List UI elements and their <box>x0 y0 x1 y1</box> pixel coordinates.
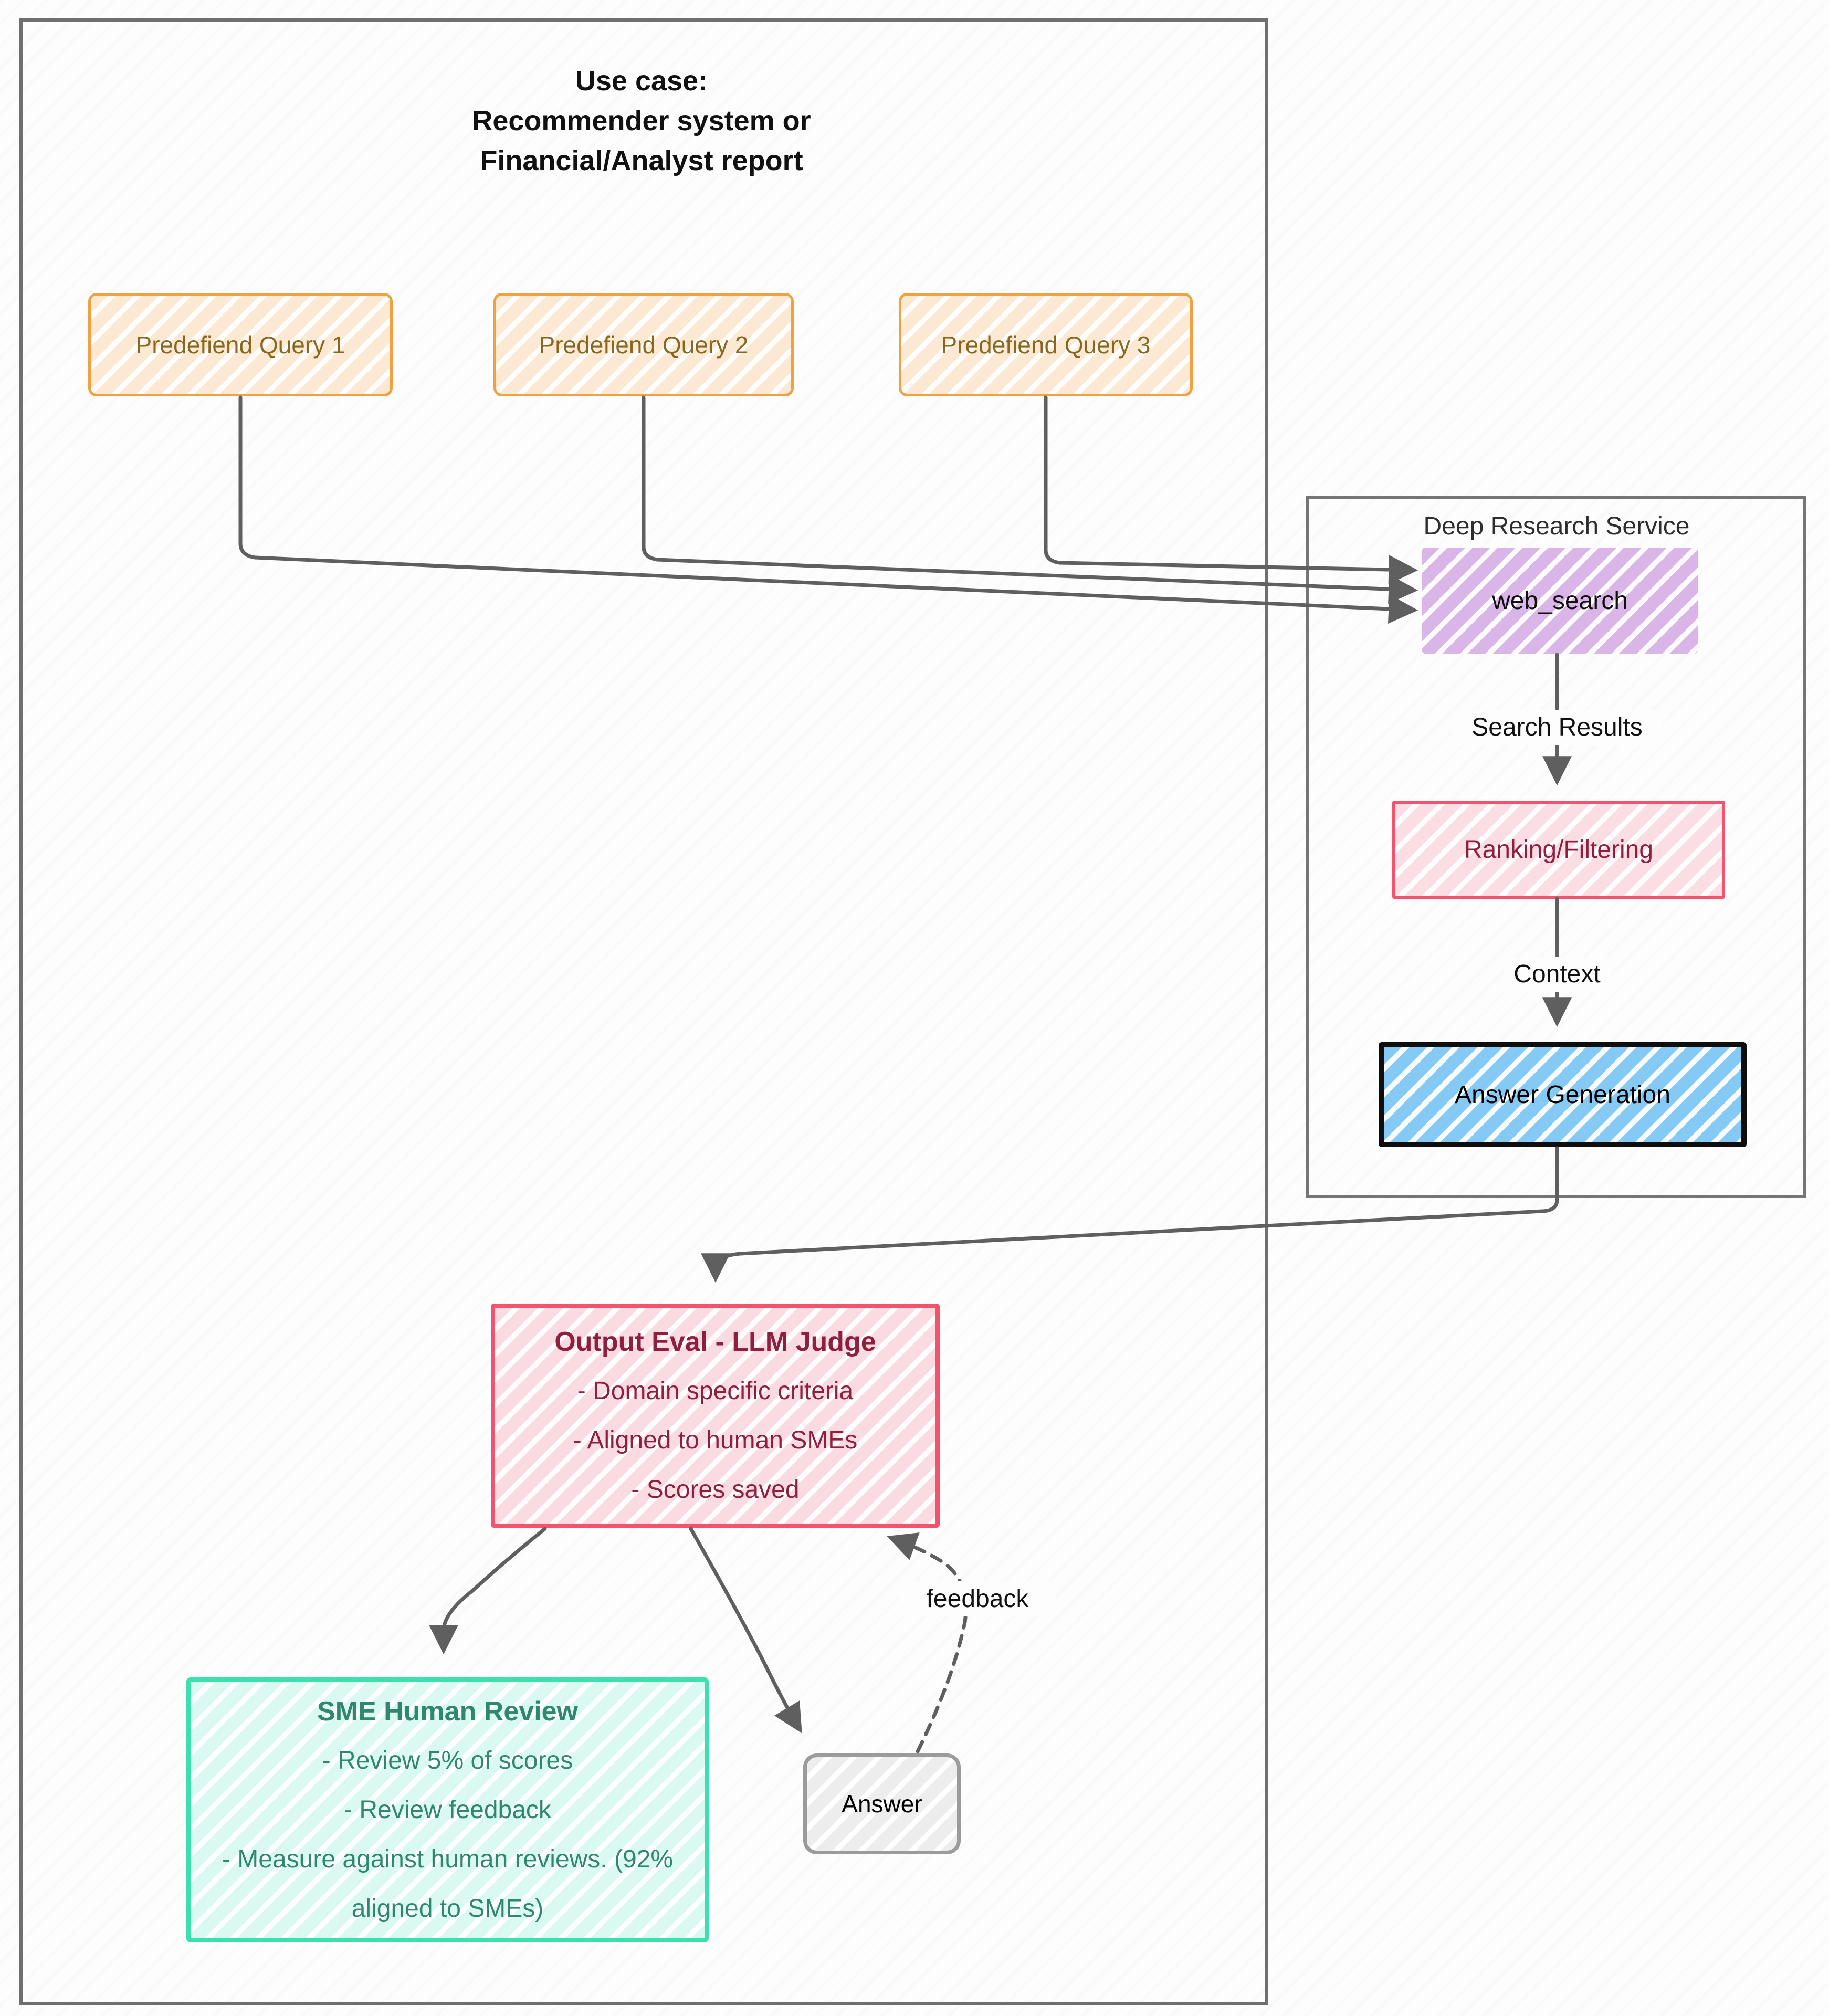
node-answer[interactable]: Answer <box>803 1754 961 1854</box>
query-1-label: Predefiend Query 1 <box>135 331 345 359</box>
node-sme-human-review[interactable]: SME Human Review - Review 5% of scores -… <box>186 1677 709 1942</box>
output-eval-bullet-2: - Aligned to human SMEs <box>573 1426 858 1454</box>
sme-review-title: SME Human Review <box>317 1696 579 1727</box>
ranking-filtering-label: Ranking/Filtering <box>1464 836 1654 864</box>
node-ranking-filtering[interactable]: Ranking/Filtering <box>1392 801 1725 899</box>
search-results-label: Search Results <box>1452 710 1662 745</box>
sme-review-bullet-2: - Review feedback <box>344 1796 551 1824</box>
output-eval-bullet-1: - Domain specific criteria <box>577 1377 854 1405</box>
node-predefined-query-3[interactable]: Predefiend Query 3 <box>899 293 1193 396</box>
use-case-title: Use case: Recommender system or Financia… <box>300 61 983 181</box>
output-eval-title: Output Eval - LLM Judge <box>554 1326 876 1357</box>
title-line-2: Recommender system or <box>472 105 811 136</box>
node-answer-generation[interactable]: Answer Generation <box>1379 1042 1747 1147</box>
node-predefined-query-2[interactable]: Predefiend Query 2 <box>493 293 794 396</box>
title-line-3: Financial/Analyst report <box>480 145 803 176</box>
outer-frame <box>19 18 1268 2006</box>
node-predefined-query-1[interactable]: Predefiend Query 1 <box>88 293 393 396</box>
feedback-label: feedback <box>899 1581 1056 1616</box>
answer-generation-label: Answer Generation <box>1455 1080 1670 1109</box>
sme-review-bullet-1: - Review 5% of scores <box>322 1746 573 1774</box>
context-label: Context <box>1505 957 1610 992</box>
sme-review-bullet-3: - Measure against human reviews. (92% al… <box>222 1845 674 1923</box>
query-2-label: Predefiend Query 2 <box>539 331 749 359</box>
answer-label: Answer <box>842 1790 922 1818</box>
node-web-search[interactable]: web_search <box>1422 548 1698 654</box>
deep-research-service-title: Deep Research Service <box>1423 512 1690 540</box>
output-eval-bullet-3: - Scores saved <box>631 1475 800 1504</box>
query-3-label: Predefiend Query 3 <box>941 331 1151 359</box>
title-line-1: Use case: <box>575 65 708 97</box>
web-search-label: web_search <box>1492 586 1628 615</box>
node-output-eval-llm-judge[interactable]: Output Eval - LLM Judge - Domain specifi… <box>491 1304 940 1528</box>
